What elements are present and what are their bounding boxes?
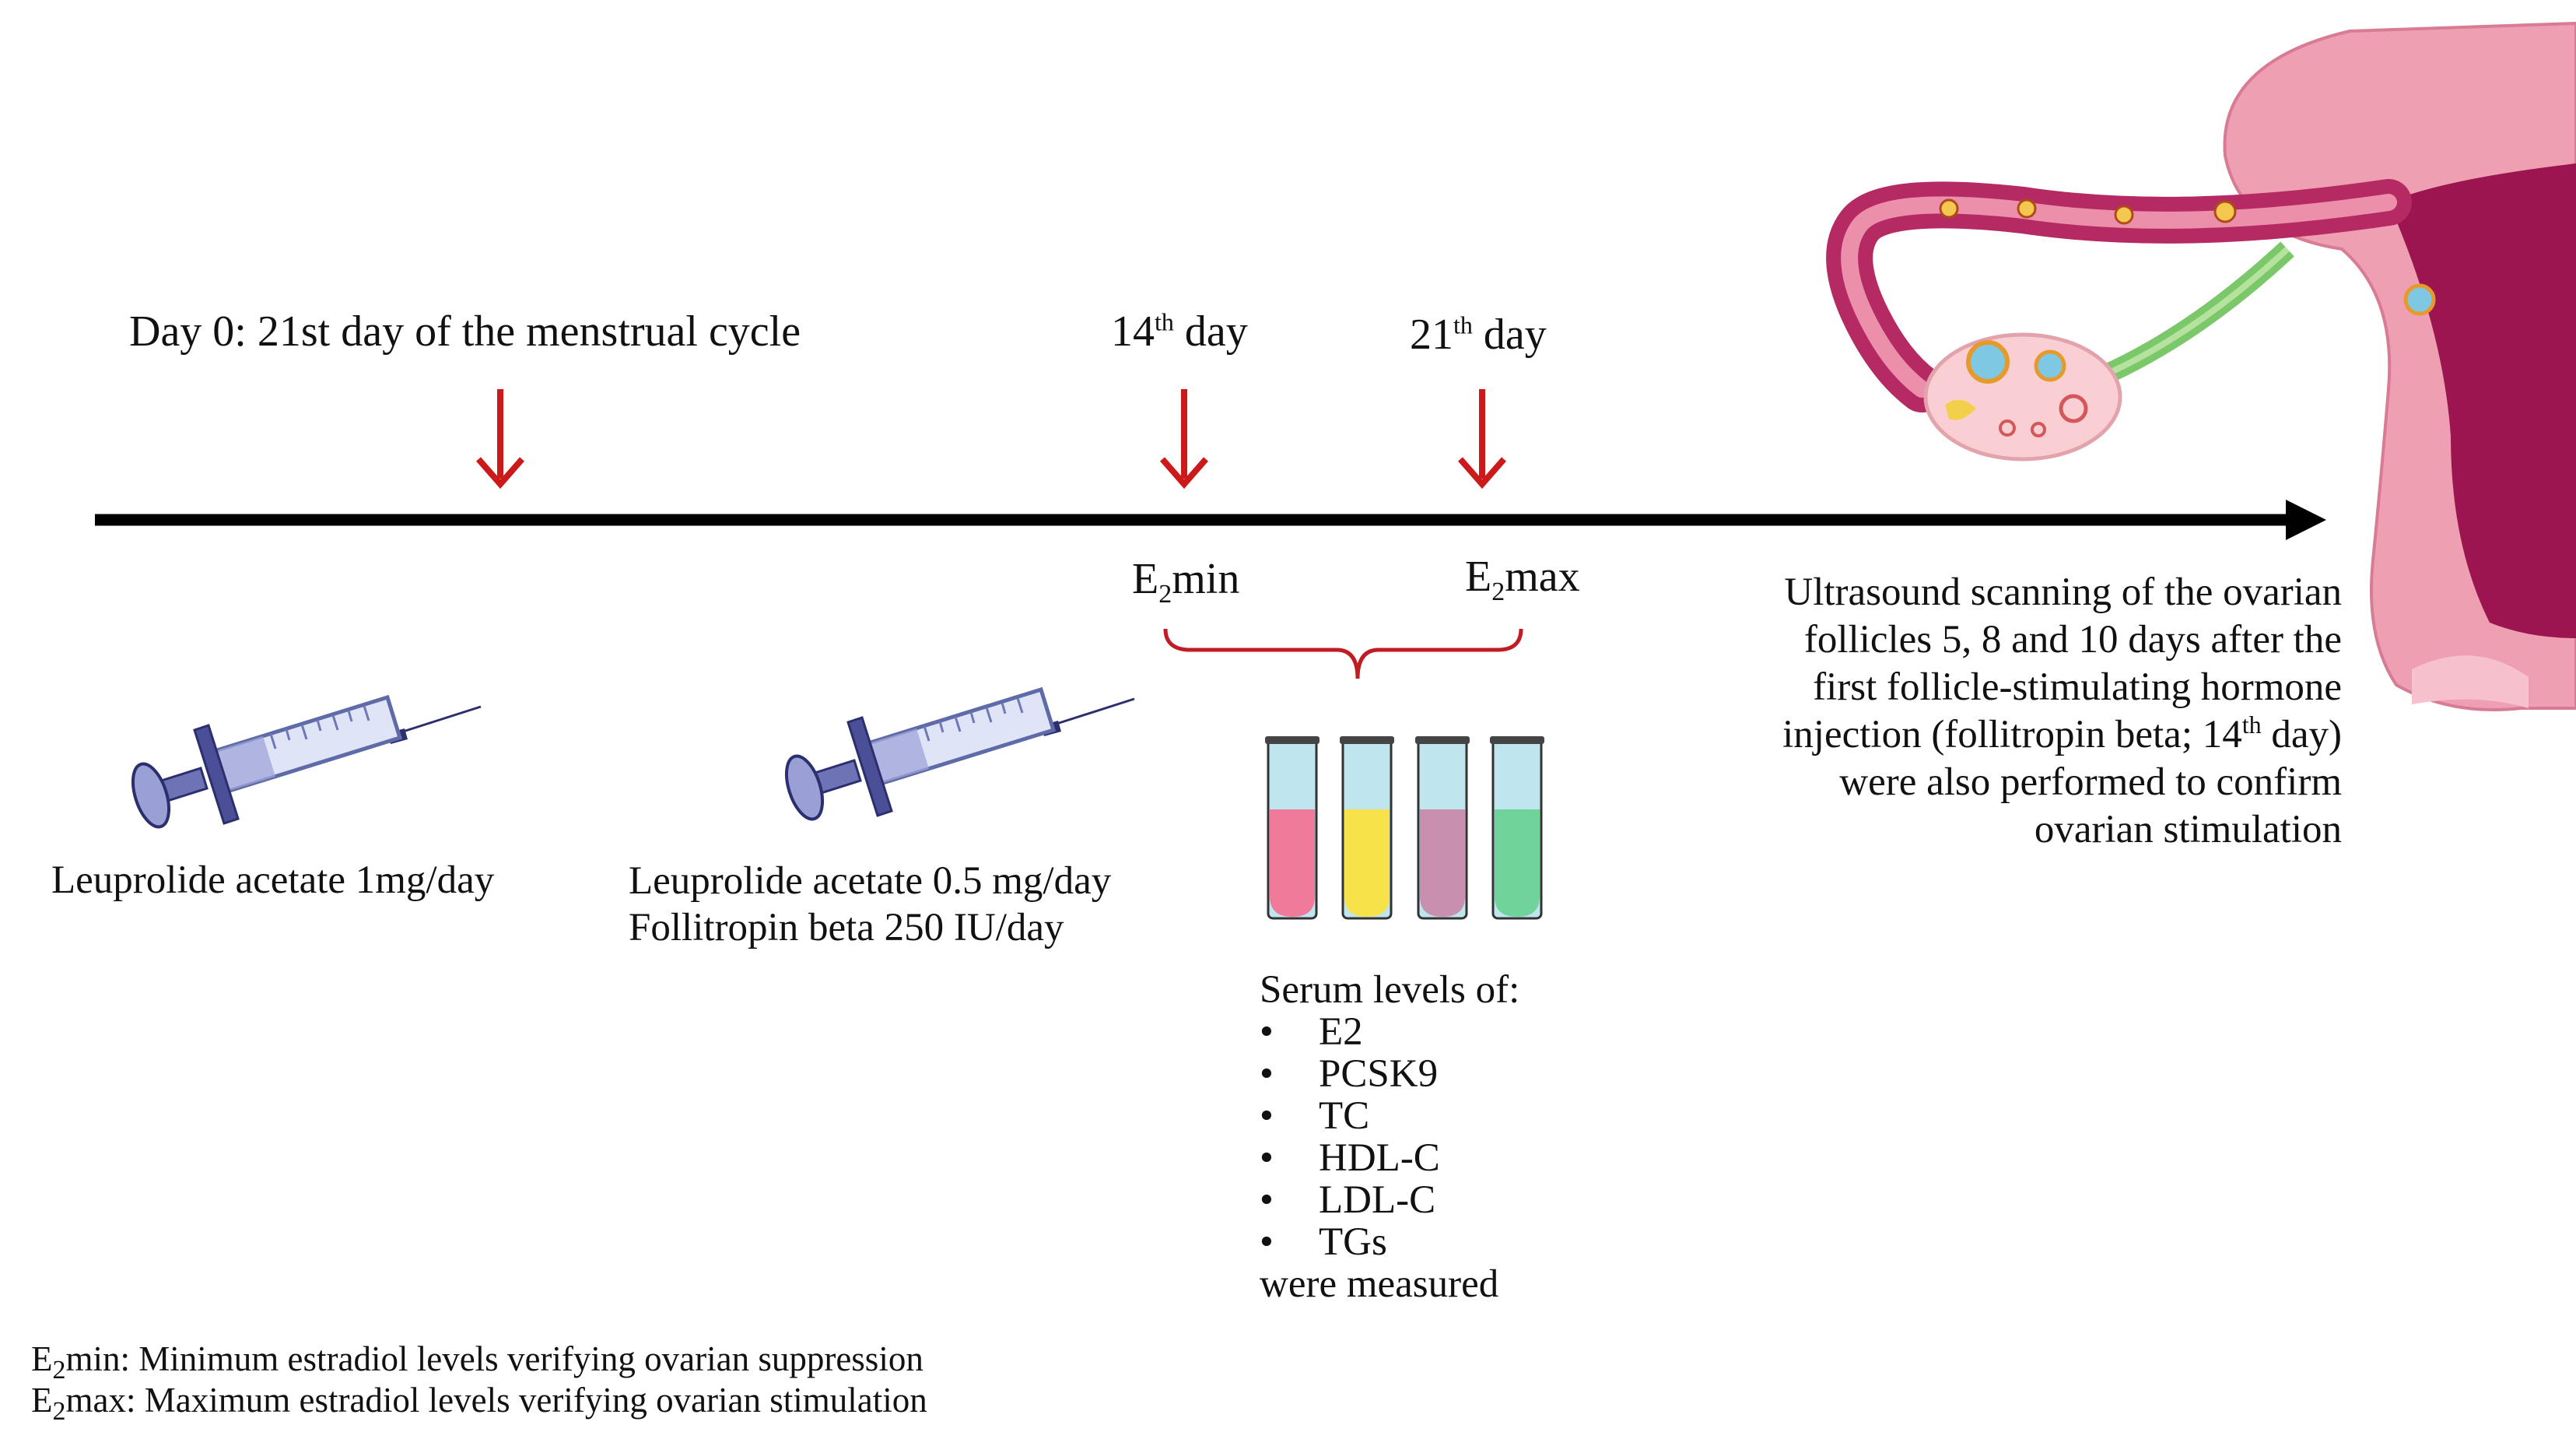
ultrasound-line2: follicles 5, 8 and 10 days after the	[1803, 618, 2342, 662]
test-tube-icon	[1340, 736, 1394, 920]
ultrasound-line4-pre: injection (follitropin beta; 14	[1782, 713, 2242, 756]
footnote-line1-post: min: Minimum estradiol levels verifying …	[65, 1339, 924, 1378]
footnote-line2-post: max: Maximum estradiol levels verifying …	[65, 1381, 927, 1420]
serum-item-label: TGs	[1319, 1220, 1387, 1264]
serum-item: • LDL-C	[1260, 1179, 1519, 1221]
serum-item: • TGs	[1260, 1221, 1519, 1263]
red-arrow-day14	[1159, 389, 1209, 490]
ultrasound-line4-post: day)	[2261, 713, 2342, 756]
day0-label: Day 0: 21st day of the menstrual cycle	[129, 307, 801, 356]
ultrasound-note: Ultrasound scanning of the ovarian folli…	[1782, 569, 2342, 854]
day21-number: 21	[1410, 311, 1453, 359]
e2max-label: E2max	[1465, 553, 1580, 605]
serum-list: Serum levels of: • E2 • PCSK9 • TC • HDL-C •…	[1260, 969, 1519, 1305]
test-tube-icon	[1415, 736, 1470, 920]
e2min-sub: 2	[1158, 580, 1172, 609]
serum-item-label: E2	[1319, 1010, 1363, 1054]
test-tube-icon	[1490, 736, 1544, 920]
footnote-line2-pre: E	[31, 1381, 53, 1420]
e2max-sub: 2	[1491, 577, 1505, 607]
day14-sup: th	[1155, 307, 1174, 336]
red-arrow-day0	[475, 389, 525, 490]
day14-word: day	[1184, 307, 1248, 356]
test-tube-icon	[1265, 736, 1320, 920]
serum-outro: were measured	[1260, 1262, 1499, 1306]
red-arrow-day21	[1457, 389, 1507, 490]
ultrasound-line5: were also performed to confirm	[1839, 760, 2342, 804]
footnote: E2min: Minimum estradiol levels verifyin…	[31, 1339, 927, 1425]
ultrasound-line1: Ultrasound scanning of the ovarian	[1784, 570, 2342, 614]
serum-item: • HDL-C	[1260, 1137, 1519, 1179]
serum-item: • TC	[1260, 1095, 1519, 1137]
ultrasound-line4-sup: th	[2241, 711, 2262, 739]
timeline-arrowhead	[2286, 500, 2326, 540]
syringe-icon	[126, 697, 481, 831]
day21-label: 21th day	[1410, 311, 1547, 359]
serum-item-label: PCSK9	[1319, 1052, 1439, 1096]
serum-item: • E2	[1260, 1011, 1519, 1053]
syringe-icon	[780, 690, 1134, 823]
e2min-pre: E	[1132, 555, 1159, 603]
e2max-post: max	[1505, 553, 1580, 601]
day21-sup: th	[1453, 311, 1473, 339]
ultrasound-line6: ovarian stimulation	[2034, 808, 2342, 851]
e2-bracket	[1163, 628, 1523, 679]
footnote-line1: E2min: Minimum estradiol levels verifyin…	[31, 1339, 927, 1384]
ultrasound-line4: injection (follitropin beta; 14th day)	[1782, 711, 2342, 759]
e2max-pre: E	[1465, 553, 1492, 601]
treatment-phase2: Leuprolide acetate 0.5 mg/day Follitropi…	[629, 858, 1111, 951]
serum-item-label: LDL-C	[1319, 1178, 1436, 1222]
footnote-line2: E2max: Maximum estradiol levels verifyin…	[31, 1380, 927, 1425]
e2min-post: min	[1172, 555, 1240, 603]
uterus-illustration	[1826, 21, 2576, 711]
bullet-icon: •	[1260, 1010, 1274, 1054]
bullet-icon: •	[1260, 1220, 1274, 1264]
footnote-line2-sub: 2	[52, 1397, 66, 1426]
serum-item-label: HDL-C	[1319, 1136, 1440, 1180]
treatment-phase2-line2: Follitropin beta 250 IU/day	[629, 906, 1064, 949]
footnote-line1-pre: E	[31, 1339, 53, 1378]
serum-item: • PCSK9	[1260, 1053, 1519, 1095]
bullet-icon: •	[1260, 1178, 1274, 1222]
serum-item-label: TC	[1319, 1094, 1370, 1138]
e2min-label: E2min	[1132, 555, 1240, 608]
treatment-phase1: Leuprolide acetate 1mg/day	[51, 858, 495, 902]
day14-number: 14	[1111, 307, 1155, 356]
ultrasound-line3: first follicle-stimulating hormone	[1813, 665, 2342, 709]
day21-word: day	[1483, 311, 1547, 359]
bullet-icon: •	[1260, 1094, 1274, 1138]
bullet-icon: •	[1260, 1136, 1274, 1180]
treatment-phase2-line1: Leuprolide acetate 0.5 mg/day	[629, 859, 1112, 903]
bullet-icon: •	[1260, 1052, 1274, 1096]
footnote-line1-sub: 2	[52, 1356, 66, 1385]
serum-intro: Serum levels of:	[1260, 968, 1520, 1012]
day14-label: 14th day	[1111, 307, 1248, 356]
